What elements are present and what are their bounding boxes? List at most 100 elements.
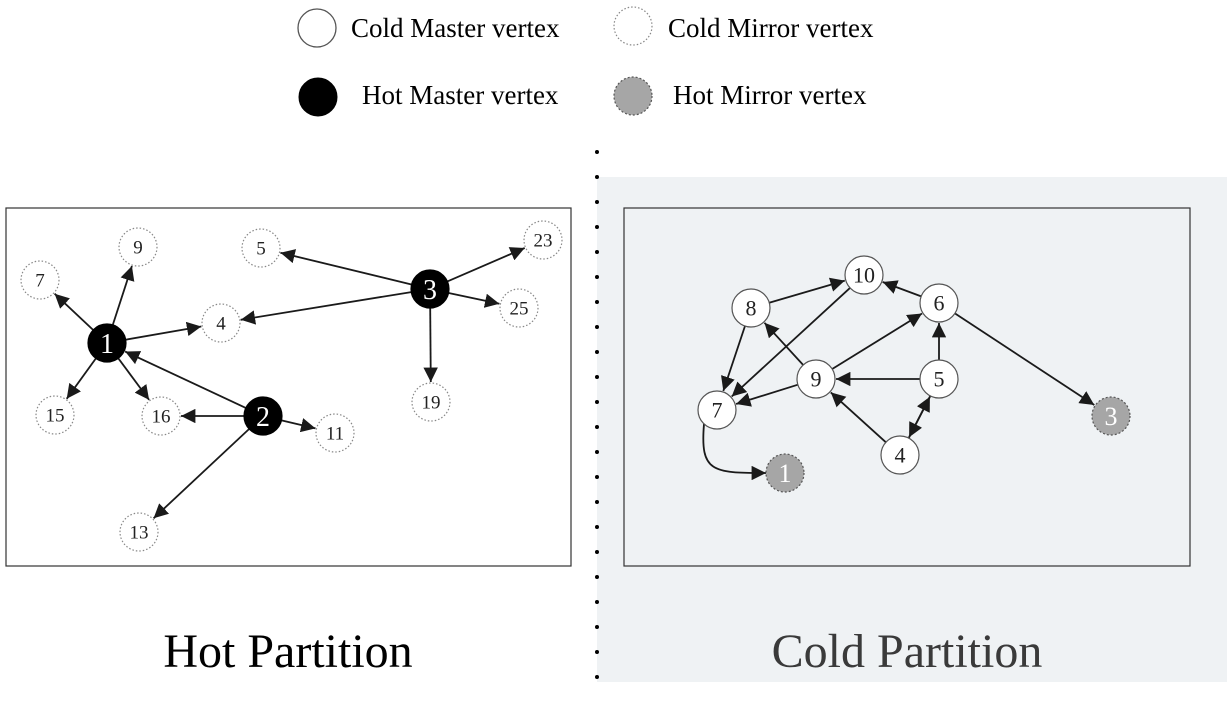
hot-vertex-15: 15	[35, 395, 75, 435]
hot-vertex-11-label: 11	[326, 424, 344, 445]
hot-vertex-7: 7	[20, 260, 60, 300]
cold-edge-10-to-7	[731, 287, 851, 398]
cold-vertex-9-circle	[796, 359, 836, 399]
hot-vertex-4-circle	[201, 303, 241, 343]
cold-edge-8-to-7	[721, 325, 746, 392]
cold-vertex-5-circle	[919, 359, 959, 399]
hot-vertex-19-label: 19	[422, 393, 441, 414]
hot-vertex-23: 23	[523, 220, 563, 260]
hot-vertex-2: 2	[243, 396, 283, 436]
legend-hot-mirror-label: Hot Mirror vertex	[673, 80, 867, 110]
hot-partition-title: Hot Partition	[163, 625, 412, 678]
cold-vertex-1-label: 1	[779, 459, 792, 488]
hot-vertex-13-circle	[119, 512, 159, 552]
hot-vertex-11-circle	[315, 413, 355, 453]
legend-cold-master-swatch	[297, 8, 337, 48]
legend-cold-master-label: Cold Master vertex	[351, 13, 560, 43]
cold-vertex-3-label: 3	[1105, 402, 1118, 431]
cold-partition-title: Cold Partition	[772, 625, 1043, 678]
hot-vertex-7-label: 7	[35, 271, 45, 292]
cold-partition-box	[623, 207, 1191, 567]
cold-vertex-3-circle	[1091, 396, 1131, 436]
hot-edge-2-to-1	[124, 350, 247, 409]
cold-vertex-7: 7	[697, 390, 737, 430]
hot-vertex-2-circle	[243, 396, 283, 436]
hot-vertex-4: 4	[201, 303, 241, 343]
hot-vertex-15-circle	[35, 395, 75, 435]
hot-vertex-4-label: 4	[216, 314, 226, 335]
cold-edge-7-to-1	[702, 423, 767, 481]
hot-vertex-9-circle	[118, 227, 158, 267]
hot-edge-3-to-4	[240, 291, 412, 325]
legend-hot-mirror-swatch	[613, 76, 653, 116]
cold-vertex-7-label: 7	[712, 398, 723, 423]
hot-edge-1-to-9	[111, 265, 135, 326]
hot-vertex-3-label: 3	[423, 275, 437, 306]
hot-edge-3-to-5	[280, 249, 412, 286]
legend-cold-mirror-label: Cold Mirror vertex	[668, 13, 874, 43]
cold-vertex-3: 3	[1091, 396, 1131, 436]
hot-vertex-2-label: 2	[256, 402, 270, 433]
cold-vertex-9: 9	[796, 359, 836, 399]
hot-vertex-1-label: 1	[100, 329, 114, 360]
cold-vertex-10-label: 10	[853, 263, 875, 288]
cold-vertex-5-label: 5	[934, 367, 945, 392]
cold-vertex-8: 8	[731, 288, 771, 328]
hot-edge-3-to-25	[448, 292, 500, 308]
hot-vertex-25-label: 25	[510, 299, 529, 320]
hot-partition-box	[5, 207, 572, 567]
legend-hot-master-label: Hot Master vertex	[362, 80, 559, 110]
cold-vertex-4-label: 4	[895, 443, 906, 468]
cold-edge-9-to-8	[763, 322, 804, 366]
hot-vertex-9-label: 9	[133, 238, 143, 259]
legend: Cold Master vertex Cold Mirror vertex Ho…	[297, 6, 874, 117]
cold-vertex-10: 10	[844, 255, 884, 295]
cold-edge-4-to-9	[830, 391, 887, 443]
hot-vertex-19: 19	[411, 382, 451, 422]
hot-edge-3-to-23	[447, 247, 526, 283]
hot-edge-2-to-13	[152, 428, 250, 519]
hot-vertex-1-circle	[87, 323, 127, 363]
cold-vertex-6: 6	[919, 283, 959, 323]
cold-edge-6-to-3	[954, 312, 1095, 406]
cold-vertex-4-circle	[880, 435, 920, 475]
cold-vertex-9-label: 9	[811, 367, 822, 392]
hot-vertex-13-label: 13	[130, 523, 149, 544]
cold-edge-4-to-5	[907, 396, 931, 439]
hot-edge-1-to-4	[125, 321, 202, 341]
hot-edge-1-to-16	[117, 357, 150, 401]
cold-partition-vertices: 8 10 6 9 5 7 4 1 3	[697, 255, 1131, 493]
hot-partition-edges	[53, 247, 526, 519]
hot-vertex-19-circle	[411, 382, 451, 422]
hot-vertex-23-label: 23	[534, 231, 553, 252]
hot-vertex-23-circle	[523, 220, 563, 260]
hot-vertex-5: 5	[241, 228, 281, 268]
hot-edge-1-to-15	[65, 357, 97, 400]
hot-vertex-1: 1	[87, 323, 127, 363]
cold-edge-8-to-10	[768, 277, 846, 304]
hot-edge-3-to-19	[423, 307, 438, 383]
hot-vertex-15-label: 15	[46, 406, 65, 427]
cold-vertex-8-label: 8	[746, 296, 757, 321]
cold-partition-edges	[702, 277, 1095, 481]
legend-hot-master-swatch	[298, 77, 338, 117]
hot-vertex-3-circle	[410, 269, 450, 309]
cold-vertex-4: 4	[880, 435, 920, 475]
hot-vertex-5-circle	[241, 228, 281, 268]
hot-vertex-16: 16	[141, 396, 181, 436]
hot-edge-2-to-11	[281, 418, 316, 433]
hot-vertex-16-circle	[141, 396, 181, 436]
hot-vertex-11: 11	[315, 413, 355, 453]
hot-vertex-3: 3	[410, 269, 450, 309]
hot-edge-1-to-7	[53, 293, 94, 331]
hot-vertex-7-circle	[20, 260, 60, 300]
cold-vertex-6-circle	[919, 283, 959, 323]
cold-vertex-7-circle	[697, 390, 737, 430]
cold-vertex-1: 1	[765, 453, 805, 493]
hot-vertex-16-label: 16	[152, 407, 171, 428]
cold-vertex-6-label: 6	[934, 291, 945, 316]
hot-vertex-25: 25	[499, 288, 539, 328]
cold-vertex-1-circle	[765, 453, 805, 493]
